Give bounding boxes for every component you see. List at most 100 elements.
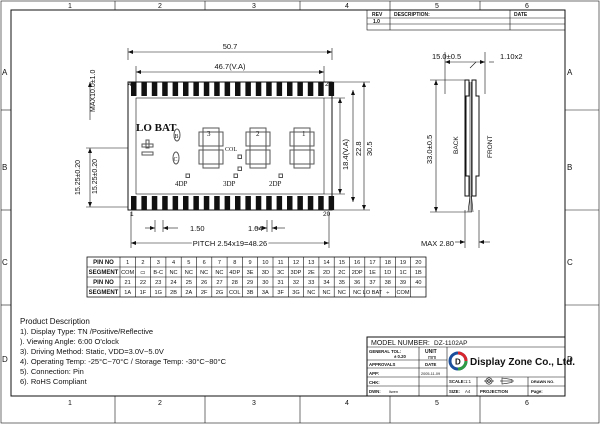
pin-table-cell: 7 bbox=[218, 260, 221, 266]
pin-table-cell: 17 bbox=[369, 260, 375, 266]
pin-table-cell: 22 bbox=[140, 280, 146, 286]
row-label-b-right: B bbox=[567, 163, 572, 172]
pin-tooth bbox=[297, 196, 303, 210]
rev-value: 1.0 bbox=[373, 19, 380, 25]
rev-label: REV bbox=[372, 12, 383, 18]
digit-segment bbox=[265, 149, 271, 165]
dwn-value: liwen bbox=[389, 389, 398, 394]
pin-tooth bbox=[131, 196, 137, 210]
pin-table-cell: 1C bbox=[399, 270, 406, 276]
pin-tooth bbox=[235, 196, 241, 210]
pin-table-cell: NC bbox=[353, 290, 361, 296]
title-block: MODEL NUMBER: DZ-1102AP GENERAL TOL: ± 0… bbox=[366, 336, 575, 397]
pin-tooth bbox=[255, 82, 262, 96]
pin-table-cell: 10 bbox=[262, 260, 268, 266]
digit-segment bbox=[249, 127, 267, 133]
unit-value: mm bbox=[428, 355, 436, 361]
pin-tooth bbox=[318, 196, 324, 210]
pin-tooth bbox=[245, 82, 251, 96]
dim-height-total: 30.5 bbox=[365, 141, 374, 156]
digit-segment bbox=[309, 149, 315, 165]
pin-table-cell: 19 bbox=[400, 260, 406, 266]
pin-table-cell: 2G bbox=[216, 290, 223, 296]
side-glass-back bbox=[464, 79, 470, 197]
dwn-label: DWN: bbox=[369, 389, 381, 394]
col-label-bottom-6: 6 bbox=[525, 400, 529, 407]
pin-tooth bbox=[224, 196, 231, 210]
pin-table-cell: 1A bbox=[124, 290, 131, 296]
pin-tooth bbox=[151, 196, 158, 210]
pin-tooth bbox=[203, 82, 210, 96]
pin-table-cell: 37 bbox=[369, 280, 375, 286]
pin-table-cell: 8 bbox=[233, 260, 236, 266]
pin-tooth bbox=[255, 196, 262, 210]
pin-tooth bbox=[203, 196, 210, 210]
side-glass-front bbox=[471, 79, 480, 197]
pin-table-cell: COM bbox=[397, 290, 410, 296]
pin-table-cell: 16 bbox=[354, 260, 360, 266]
pin-tooth bbox=[162, 82, 168, 96]
tol-value: ± 0.20 bbox=[394, 354, 407, 359]
decimal-point bbox=[278, 173, 283, 178]
pin-table-cell: 3A bbox=[262, 290, 269, 296]
pin-table-cell: 23 bbox=[155, 280, 161, 286]
pin-table-cell: 30 bbox=[262, 280, 268, 286]
annunciator-4dp: 4DP bbox=[175, 180, 188, 188]
pin-tooth bbox=[151, 82, 158, 96]
pins-top bbox=[131, 82, 335, 96]
pin-tooth bbox=[287, 196, 293, 210]
col-label-1: 1 bbox=[68, 3, 72, 10]
pin-table-cell: ▭ bbox=[140, 270, 146, 276]
digit-segment bbox=[245, 149, 251, 165]
pin-table-cell: 1E bbox=[369, 270, 376, 276]
row-label-d: D bbox=[2, 355, 8, 364]
pin-table-cell: B-C bbox=[153, 270, 163, 276]
row-label-b: B bbox=[2, 163, 7, 172]
digit-segment bbox=[218, 131, 224, 147]
dim-side-thickness: 1.10x2 bbox=[500, 52, 523, 61]
col-label-bottom-2: 2 bbox=[158, 400, 162, 407]
dim-viewing-area-width: 46.7(V.A) bbox=[215, 62, 246, 71]
inner-border bbox=[10, 9, 566, 397]
pin-table-cell: NC bbox=[200, 270, 208, 276]
row-label-a-right: A bbox=[567, 68, 573, 77]
description-title: Product Description bbox=[20, 317, 90, 326]
side-back-label: BACK bbox=[453, 136, 460, 154]
pin-tooth bbox=[307, 196, 314, 210]
pin-tooth bbox=[297, 82, 303, 96]
revision-block: REV DESCRIPTION: DATE 1.0 bbox=[366, 9, 566, 31]
pin-table-cell: 4DP bbox=[229, 270, 240, 276]
pin-table-cell: 25 bbox=[186, 280, 192, 286]
pin-tooth bbox=[193, 196, 199, 210]
pin-table-cell: 32 bbox=[293, 280, 299, 286]
dim-pin-length-upper: 15.25±0.20 bbox=[92, 159, 99, 194]
size-label: SIZE: bbox=[449, 389, 461, 394]
digit-segment bbox=[245, 131, 251, 147]
dim-side-max-depth: MAX 2.80 bbox=[421, 239, 454, 248]
pin-tooth bbox=[318, 82, 324, 96]
pin-table-cell: 3C bbox=[277, 270, 284, 276]
pin-table-cell: 11 bbox=[278, 260, 284, 266]
pin-tooth bbox=[172, 196, 179, 210]
pin-table-cell: 1 bbox=[126, 260, 129, 266]
approvals-date-label: DATE bbox=[425, 362, 437, 367]
annunciator-2dp: 2DP bbox=[269, 180, 282, 188]
pin-table-cell: 31 bbox=[278, 280, 284, 286]
app-label: APP: bbox=[369, 371, 380, 376]
scale-value: 1:1 bbox=[465, 379, 472, 384]
general-tol-label: GENERAL TOL: bbox=[369, 349, 402, 354]
pin-table-cell: 33 bbox=[308, 280, 314, 286]
pin-table-cell: 15 bbox=[339, 260, 345, 266]
col-label-2: 2 bbox=[158, 3, 162, 10]
col-label-bottom-1: 1 bbox=[68, 400, 72, 407]
pin-table-cell: 2D bbox=[323, 270, 330, 276]
pin-table-cell: 1B bbox=[415, 270, 422, 276]
pin-table-cell: 1G bbox=[155, 290, 162, 296]
pin-table-row-header: PIN NO bbox=[93, 280, 114, 286]
digit-segment bbox=[249, 145, 267, 151]
pin-tooth bbox=[328, 82, 335, 96]
pin-tooth bbox=[224, 82, 231, 96]
pin-table-cell: LO BAT bbox=[363, 290, 383, 296]
app-date: 2005-11-09 bbox=[421, 372, 440, 376]
pin-tooth bbox=[235, 82, 241, 96]
